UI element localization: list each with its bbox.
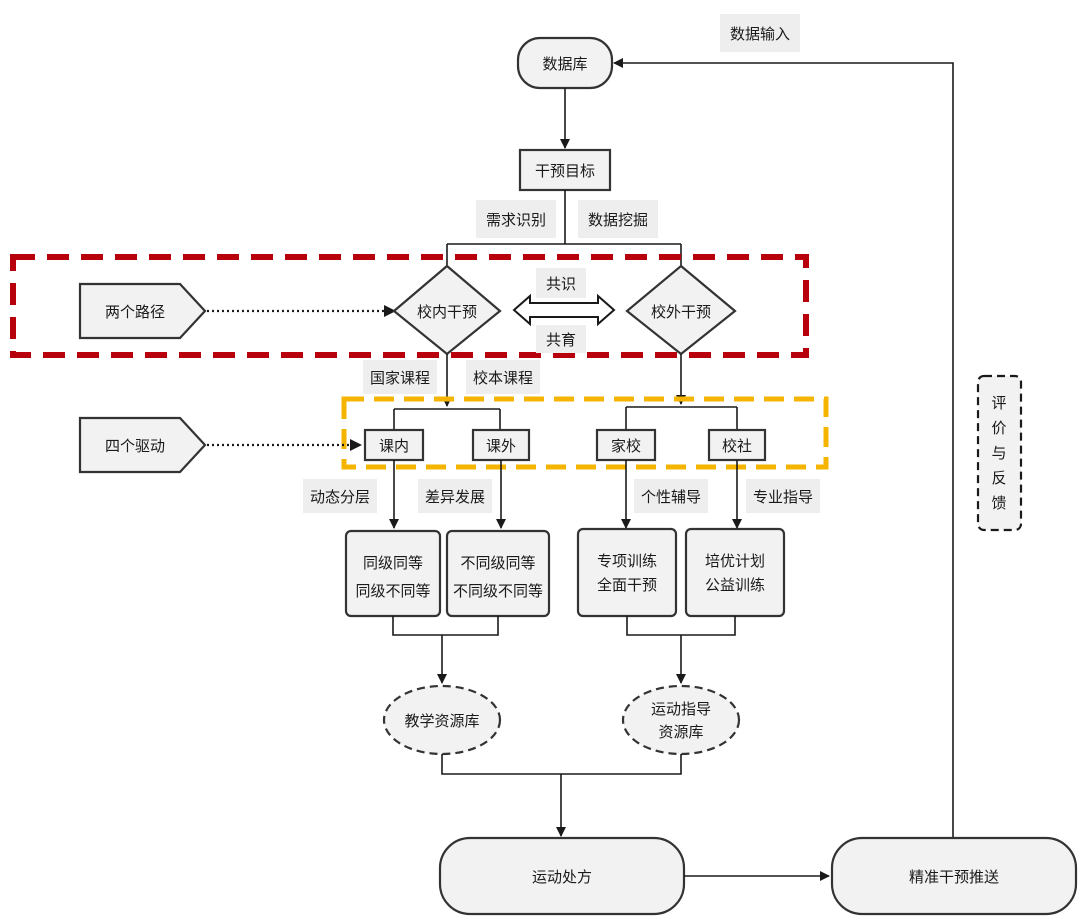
right-merge-bracket — [626, 616, 736, 636]
in-class-label: 课内 — [379, 437, 409, 455]
after-class-node — [471, 428, 531, 462]
consensus-label: 共识 — [546, 275, 576, 293]
national-course-bg — [363, 360, 437, 394]
co-education-bg — [536, 325, 586, 353]
four-drives-arrowhead — [350, 439, 362, 451]
need-identify-bg — [476, 200, 556, 238]
diff-develop-bg — [418, 479, 492, 513]
special-training-line1: 专项训练 — [597, 552, 657, 570]
in-school-label: 校内干预 — [417, 303, 477, 321]
out-school-label: 校外干预 — [651, 303, 711, 321]
special-training-line2: 全面干预 — [597, 576, 657, 594]
same-level-box — [344, 529, 442, 618]
feedback-loop-arrow — [613, 58, 954, 838]
precise-push-node — [830, 836, 1078, 916]
family-school-node — [595, 428, 657, 462]
excellence-plan-line2: 公益训练 — [705, 576, 765, 594]
teach-lib-label: 教学资源库 — [404, 712, 479, 730]
in-class-node — [363, 428, 425, 462]
intervention-goal-node — [518, 148, 612, 192]
national-course-label: 国家课程 — [370, 369, 430, 387]
dynamic-layer-label: 动态分层 — [310, 488, 370, 506]
diff-level-line1: 不同级同等 — [460, 554, 535, 572]
need-identify-label: 需求识别 — [486, 211, 546, 229]
data-input-label: 数据输入 — [730, 25, 790, 43]
same-level-line2: 同级不同等 — [355, 582, 430, 600]
teach-lib-node — [382, 684, 502, 756]
eval-feedback-box — [976, 374, 1023, 532]
diff-level-box — [445, 529, 551, 618]
eval-char-1: 评 — [991, 394, 1006, 412]
prescription-label: 运动处方 — [532, 868, 592, 886]
four-drives-highlight — [341, 396, 829, 470]
data-mining-bg — [578, 200, 658, 238]
school-course-label: 校本课程 — [473, 369, 533, 387]
pro-guide-label: 专业指导 — [753, 488, 813, 506]
sport-lib-line1: 运动指导 — [651, 700, 711, 718]
eval-char-3: 与 — [991, 444, 1006, 462]
diff-level-line2: 不同级不同等 — [453, 582, 543, 600]
pro-guide-bg — [746, 479, 820, 513]
sport-lib-line2: 资源库 — [658, 723, 703, 741]
two-paths-label: 两个路径 — [105, 303, 165, 321]
co-education-label: 共育 — [546, 331, 576, 349]
eval-char-5: 馈 — [991, 494, 1006, 512]
eval-char-2: 价 — [991, 419, 1006, 437]
left-merge-bracket — [392, 616, 499, 636]
dynamic-layer-bg — [303, 479, 377, 513]
same-level-line1: 同级同等 — [363, 554, 423, 572]
consensus-bg — [536, 268, 586, 298]
special-training-box — [576, 527, 678, 618]
excellence-plan-line1: 培优计划 — [705, 552, 765, 570]
school-community-node — [707, 428, 767, 462]
sport-lib-node — [621, 684, 741, 756]
data-input-label-bg — [720, 14, 800, 52]
eval-char-4: 反 — [991, 469, 1006, 487]
two-paths-tag — [78, 282, 207, 340]
diff-develop-label: 差异发展 — [425, 488, 485, 506]
two-paths-arrowhead — [384, 305, 396, 317]
library-merge-bracket — [441, 754, 682, 775]
precise-push-label: 精准干预推送 — [909, 868, 999, 886]
school-community-label: 校社 — [722, 437, 752, 455]
four-drives-label: 四个驱动 — [105, 437, 165, 455]
personal-tutor-bg — [634, 479, 708, 513]
school-course-bg — [466, 360, 540, 394]
intervention-goal-label: 干预目标 — [535, 162, 595, 180]
personal-tutor-label: 个性辅导 — [641, 488, 701, 506]
after-class-label: 课外 — [486, 437, 516, 455]
data-mining-label: 数据挖掘 — [588, 211, 648, 229]
excellence-plan-box — [684, 527, 786, 618]
four-drives-tag — [78, 416, 207, 474]
family-school-label: 家校 — [611, 437, 641, 455]
double-arrow — [512, 293, 616, 327]
database-label: 数据库 — [542, 55, 587, 73]
